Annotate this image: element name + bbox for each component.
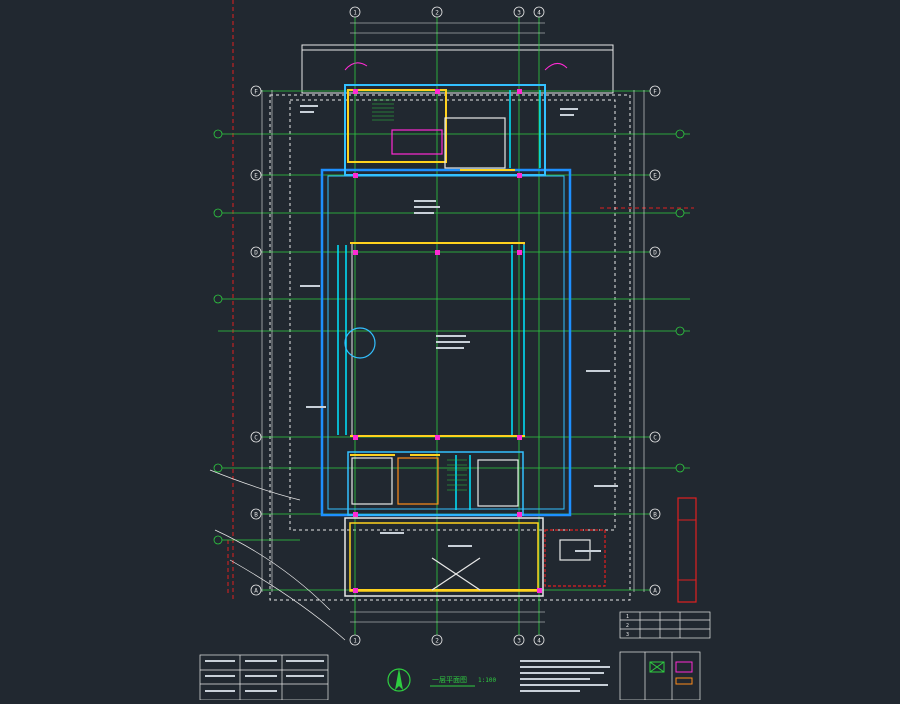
grid-bubble: F [649,85,661,97]
svg-text:4: 4 [537,10,541,17]
svg-text:D: D [653,250,657,257]
entrance-circle [344,327,376,359]
detail-rooms [351,117,606,591]
grid-bubble: F [250,85,262,97]
grid-bubbles-left: F E D C B A [250,85,262,596]
dimension-lines [261,22,645,623]
svg-text:B: B [254,512,258,519]
title-block [199,654,329,701]
svg-text:1: 1 [353,10,357,17]
svg-text:A: A [653,588,657,595]
svg-text:4: 4 [537,638,541,645]
legend-table [619,611,711,701]
building-walls [320,84,572,597]
axis-lines-vertical [354,12,540,640]
svg-text:3: 3 [517,638,521,645]
grid-bubble: E [250,169,262,181]
grid-bubble: D [649,246,661,258]
grid-bubble: E [649,169,661,181]
stair-hatch [372,99,467,491]
grid-bubble: 1 [349,634,361,646]
annotation-clusters [300,105,618,552]
svg-text:B: B [653,512,657,519]
svg-text:2: 2 [435,10,439,17]
plan-scale: 1:100 [478,677,496,684]
site-curves [209,469,346,641]
grid-bubble: C [649,431,661,443]
svg-text:1: 1 [626,614,629,620]
north-arrow-icon [387,668,411,692]
plan-title-block: 一层平面图 1:100 [430,676,496,687]
drawing-notes [520,660,610,692]
grid-bubble: 4 [533,634,545,646]
cyan-ribs [337,90,541,510]
svg-text:C: C [653,435,657,442]
side-legend-strip [677,497,697,603]
svg-text:D: D [254,250,258,257]
grid-bubble: A [649,584,661,596]
svg-text:E: E [254,173,258,180]
roof-outline [301,44,614,94]
grid-bubbles-right: F E D C B A [649,85,661,596]
outer-envelope [269,94,631,601]
grid-bubble: 1 [349,6,361,18]
grid-bubble: B [250,508,262,520]
grid-bubble: 3 [513,6,525,18]
legend-row-labels: 1 2 3 [626,614,629,638]
svg-text:1: 1 [353,638,357,645]
svg-text:C: C [254,435,258,442]
svg-text:F: F [653,89,657,96]
grid-bubble: 2 [431,634,443,646]
grid-bubble: 3 [513,634,525,646]
grid-bubble: A [250,584,262,596]
title-block-text [205,660,324,692]
grid-bubble: C [250,431,262,443]
svg-text:3: 3 [626,632,629,638]
svg-text:2: 2 [435,638,439,645]
plan-title: 一层平面图 [432,676,467,684]
grid-bubble: D [250,246,262,258]
grid-bubble: B [649,508,661,520]
grid-bubble: 2 [431,6,443,18]
svg-text:E: E [653,173,657,180]
grid-bubbles-top: 1 2 3 4 [349,6,545,18]
svg-text:F: F [254,89,258,96]
column-markers [353,89,542,593]
site-boundary [227,0,694,600]
legend-symbols [649,661,693,685]
grid-bubbles-bottom: 1 2 3 4 [349,634,545,646]
svg-text:2: 2 [626,623,629,629]
svg-text:A: A [254,588,258,595]
svg-text:3: 3 [517,10,521,17]
section-marks [213,129,685,545]
grid-bubble: 4 [533,6,545,18]
